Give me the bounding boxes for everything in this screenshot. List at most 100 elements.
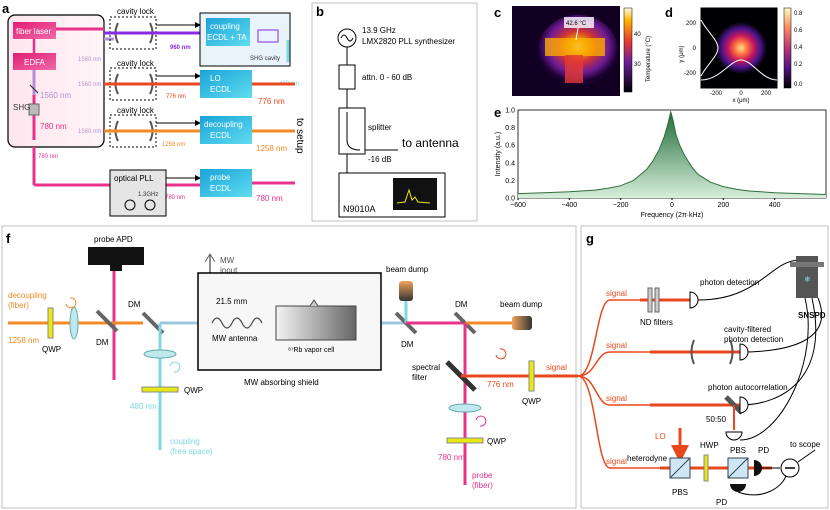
pll-freq-label: 1.3GHz bbox=[138, 192, 158, 198]
f776-label-f: 776 nm bbox=[487, 380, 514, 389]
qwp-c bbox=[528, 360, 535, 392]
pd1-label: PD bbox=[758, 446, 769, 455]
fiber-coupler-2 bbox=[739, 343, 749, 361]
synth-label: LMX2820 PLL synthesizer bbox=[362, 37, 455, 46]
edfa-block bbox=[13, 53, 56, 70]
f776-label: 776 nm bbox=[166, 94, 186, 100]
hwp bbox=[703, 454, 709, 482]
panel-d: d 200 0 -200 -200 0 200 x (μm) y (μm) 0.… bbox=[665, 5, 803, 104]
panel-d-letter: d bbox=[665, 5, 673, 20]
d-xtick-1: -200 bbox=[710, 91, 723, 97]
cavity-lock-3-label: cavity lock bbox=[117, 106, 155, 115]
cavity-filtered-label2: photon detection bbox=[724, 335, 783, 344]
mw-input-label: MW bbox=[220, 256, 235, 265]
d-xlabel: x (μm) bbox=[732, 98, 749, 104]
d-xtick-3: 200 bbox=[761, 91, 772, 97]
nd-filters-label: ND filters bbox=[640, 318, 673, 327]
heterodyne-label: heterodyne bbox=[627, 454, 668, 463]
pll-mixer-icon bbox=[124, 199, 136, 211]
mw-antenna-label: MW antenna bbox=[212, 334, 258, 343]
thermal-cb-title: Temperature (°C) bbox=[646, 36, 652, 82]
probe-label: probe bbox=[210, 173, 231, 182]
f960-label: 960 nm bbox=[170, 45, 191, 51]
vapor-cell bbox=[275, 305, 357, 341]
out1258-label: 1258 nm bbox=[256, 144, 287, 153]
decoupling-label-f: decoupling bbox=[8, 291, 47, 300]
thermal-colorbar bbox=[623, 7, 633, 93]
coupling-label-f: coupling bbox=[170, 437, 200, 446]
qwp-a bbox=[47, 307, 54, 339]
spectrum-xlabel: Frequency (2π·kHz) bbox=[641, 212, 704, 219]
attenuator-label: attn. 0 - 60 dB bbox=[362, 73, 412, 82]
optical-pll-label: optical PLL bbox=[114, 174, 154, 183]
shg-label: SHG bbox=[13, 103, 30, 112]
beam-colorbar bbox=[783, 7, 792, 89]
fiber-coupler-3 bbox=[739, 396, 749, 414]
cavity-filtered-label: cavity-filtered bbox=[724, 325, 771, 334]
cavity-lock-3: cavity lock bbox=[104, 106, 201, 148]
fiber-laser-label: fiber laser bbox=[16, 27, 51, 36]
beam-dump-top bbox=[399, 281, 413, 301]
d-ylabel: y (μm) bbox=[679, 45, 685, 62]
d-ytick-3: -200 bbox=[684, 71, 697, 77]
dm-1 bbox=[95, 309, 119, 333]
f1258-label: 1258 nm bbox=[162, 142, 185, 148]
panel-g: g signal signal signal signal ND filters… bbox=[577, 225, 829, 509]
temp-readout: 42.6 °C bbox=[566, 21, 587, 27]
pbs1-label: PBS bbox=[672, 488, 688, 497]
shield-label: MW absorbing shield bbox=[244, 378, 319, 387]
fiber-coupler-4 bbox=[725, 431, 743, 441]
spectrum-xtick: −600 bbox=[510, 202, 526, 209]
qwp-d bbox=[446, 437, 484, 444]
panel-f: f probe APD decoupling (fiber) 1258 nm Q… bbox=[1, 225, 578, 509]
spectrum-xtick: 400 bbox=[769, 202, 781, 209]
spectrum-xtick: 0 bbox=[670, 202, 674, 209]
signal-label-g2: signal bbox=[606, 341, 627, 350]
coupling-label-f2: (free space) bbox=[170, 447, 213, 456]
snowflake-icon: ❄ bbox=[804, 275, 811, 284]
coupling-label: coupling bbox=[210, 22, 240, 31]
spectrum-ytick: 0.4 bbox=[505, 160, 515, 167]
beam-x-profile bbox=[700, 59, 778, 81]
f780-label-f: 780 nm bbox=[438, 453, 465, 462]
spectrum-ytick: 1.0 bbox=[505, 108, 515, 115]
probe-ecdl bbox=[200, 169, 252, 197]
shg-crystal bbox=[28, 103, 40, 116]
spectrum-xtick: −200 bbox=[613, 202, 629, 209]
d-cb-tick-2: 0.6 bbox=[794, 28, 803, 34]
attenuator-block bbox=[338, 64, 356, 90]
vapor-cell-label: ⁸⁷Rb vapor cell bbox=[288, 347, 335, 354]
panel-c-letter: c bbox=[494, 5, 501, 20]
spectrum-area bbox=[518, 111, 826, 198]
nd-filter-2 bbox=[654, 287, 660, 313]
photodiode-1 bbox=[754, 460, 762, 476]
out776-label: 776 nm bbox=[258, 97, 285, 106]
panel-b: b 13.9 GHz LMX2820 PLL synthesizer attn.… bbox=[311, 2, 478, 222]
lam-780-label: 780 nm bbox=[40, 122, 67, 131]
analyzer-trace bbox=[396, 188, 431, 204]
to-scope-label: to scope bbox=[790, 440, 821, 449]
dm2-label: DM bbox=[128, 300, 141, 309]
signal-label-g3: signal bbox=[606, 394, 627, 403]
fiber-coupler-1 bbox=[689, 291, 699, 309]
splitter-label: splitter bbox=[368, 123, 392, 132]
fiber-laser-block bbox=[13, 22, 56, 39]
panel-e-letter: e bbox=[494, 105, 501, 120]
coupling-ecdl bbox=[206, 18, 250, 46]
synth-freq-label: 13.9 GHz bbox=[362, 26, 396, 35]
d-xtick-2: 0 bbox=[739, 91, 743, 97]
signal-label-g1: signal bbox=[606, 289, 627, 298]
decoupling-ecdl bbox=[200, 116, 252, 144]
panel-g-letter: g bbox=[586, 231, 594, 246]
lo-label2: ECDL bbox=[210, 85, 232, 94]
fiber1560-label-3: 1560 nm bbox=[78, 129, 101, 135]
polarization-icon-d bbox=[475, 415, 487, 427]
qwp-a-label: QWP bbox=[42, 345, 61, 354]
dm4-label: DM bbox=[455, 300, 468, 309]
lens-b bbox=[143, 349, 177, 359]
panel-b-letter: b bbox=[316, 4, 324, 19]
photon-detection-label: photon detection bbox=[700, 278, 759, 287]
spectrum-xtick: 200 bbox=[717, 202, 729, 209]
panel-a-letter: a bbox=[2, 1, 10, 16]
